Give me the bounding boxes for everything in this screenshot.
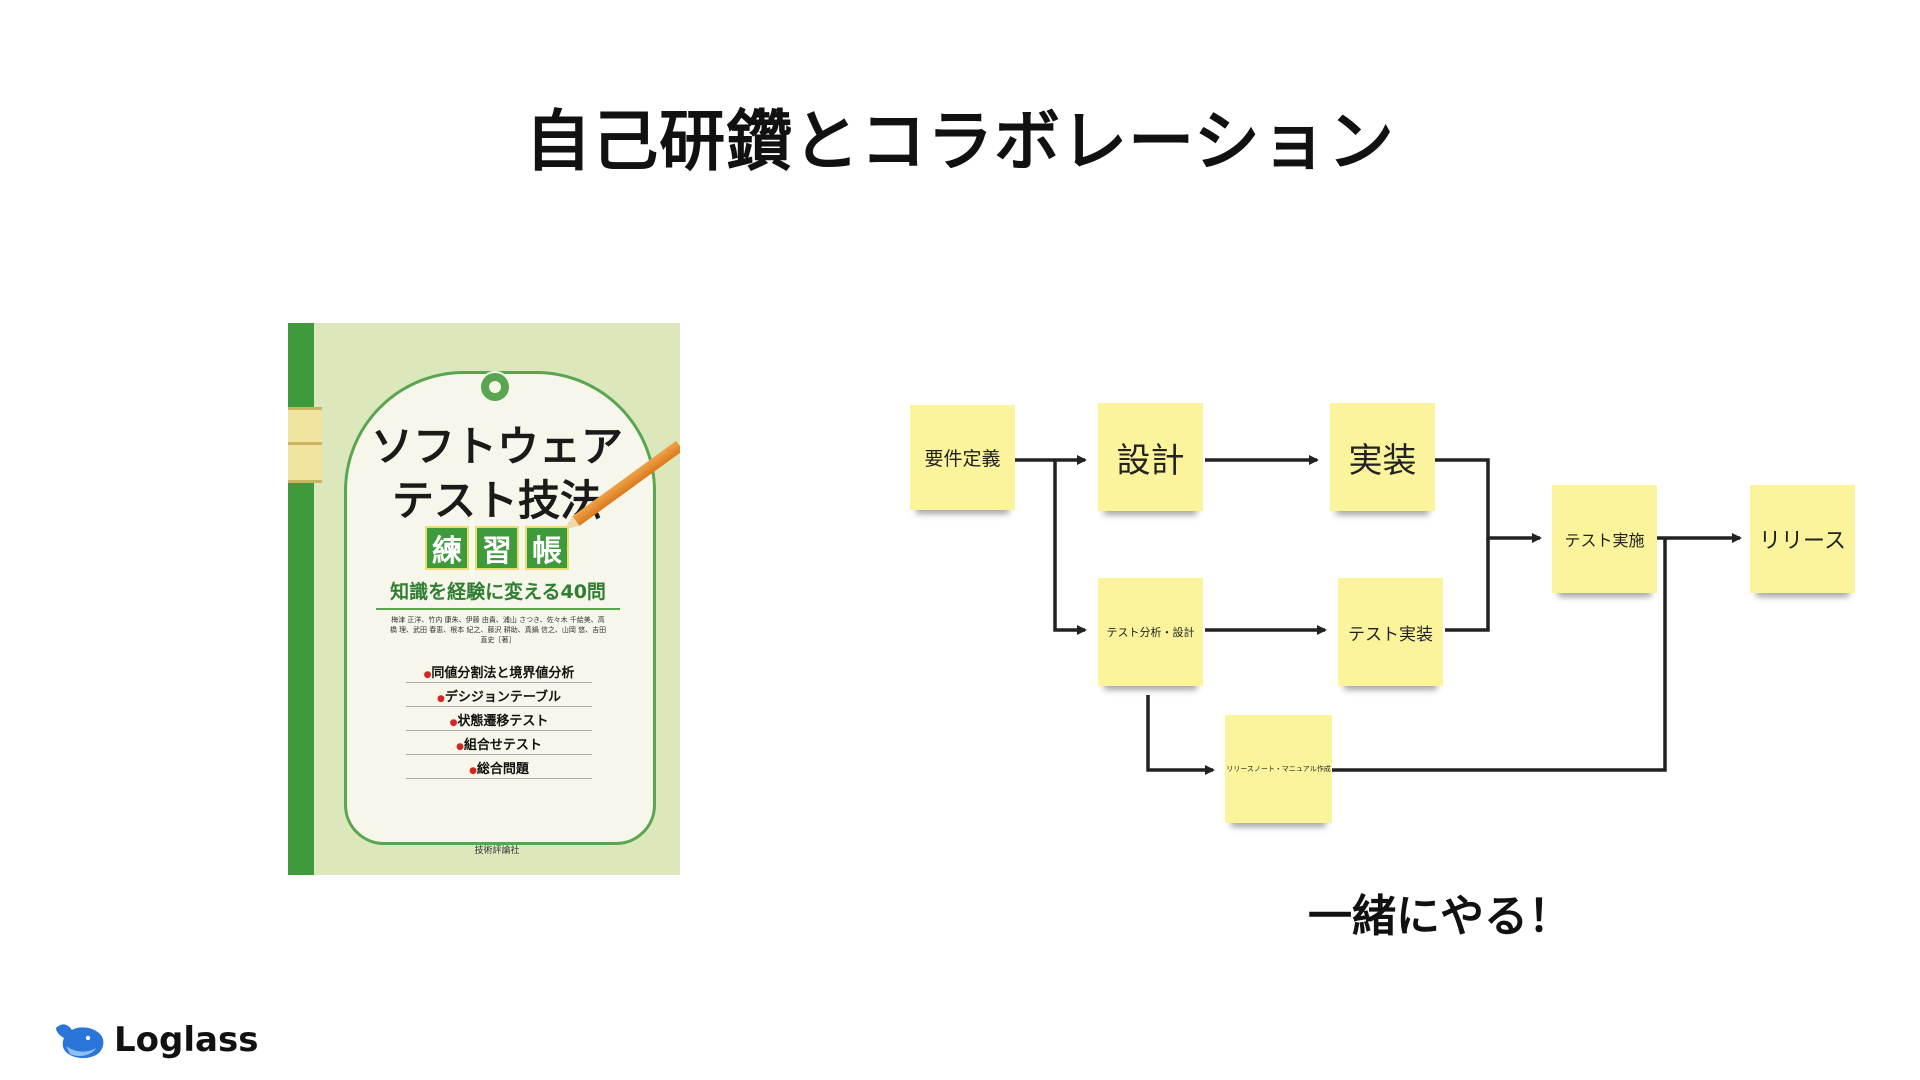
flow-connectors — [1015, 455, 1742, 775]
book-topic: 総合問題 — [406, 755, 592, 779]
note-label: リリース — [1759, 529, 1846, 554]
note-release: リリース — [1750, 485, 1855, 593]
note-label: テスト分析・設計 — [1106, 626, 1195, 639]
note-label: リリースノート・マニュアル作成 — [1226, 765, 1331, 773]
book-authors: 梅津 正洋、竹内 康朱、伊藤 由貴、浦山 さつき、佐々木 千絵美、高橋 理、武田… — [389, 616, 607, 644]
book-badge: 帳 — [525, 526, 569, 570]
book-publisher: 技術評論社 — [474, 846, 520, 856]
process-flow-diagram: 要件定義 設計 実装 テスト分析・設計 テスト実装 リリースノート・マニュアル作… — [860, 370, 1860, 840]
book-badge: 習 — [475, 526, 519, 570]
book-topic-list: 同値分割法と境界値分析 デシジョンテーブル 状態遷移テスト 組合せテスト 総合問… — [406, 659, 592, 779]
arrow-implementation-to-test-execution — [1435, 458, 1542, 543]
book-title-line2: テスト技法 — [391, 476, 602, 525]
arrow-test-analysis-to-release-notes — [1146, 695, 1215, 775]
book-emblem-icon — [479, 371, 511, 403]
note-test-analysis: テスト分析・設計 — [1098, 578, 1203, 686]
arrow-test-implementation-to-test-execution — [1445, 538, 1490, 632]
note-label: 実装 — [1348, 440, 1417, 481]
note-requirements: 要件定義 — [910, 405, 1015, 510]
book-topic: 同値分割法と境界値分析 — [406, 659, 592, 683]
whale-logo-icon — [56, 1024, 104, 1059]
book-binding — [288, 407, 322, 483]
book-spine — [288, 323, 314, 875]
book-cover-image: ソフトウェア テスト技法 練 習 帳 知識を経験に変える40問 梅津 正洋、竹内… — [288, 323, 680, 875]
book-topic: 状態遷移テスト — [406, 707, 592, 731]
note-label: 要件定義 — [924, 448, 1001, 470]
book-badge: 練 — [425, 526, 469, 570]
logo-wordmark: Loglass — [114, 1020, 259, 1060]
slide-title: 自己研鑽とコラボレーション — [525, 103, 1395, 180]
note-label: 設計 — [1116, 440, 1185, 481]
note-release-notes: リリースノート・マニュアル作成 — [1225, 715, 1332, 823]
book-badges: 練 習 帳 — [344, 526, 650, 570]
diagram-caption: 一緒にやる！ — [1308, 891, 1572, 942]
arrow-release-notes-to-release — [1332, 538, 1667, 772]
arrow-requirements-to-test-analysis — [1053, 460, 1087, 635]
note-test-execution: テスト実施 — [1552, 485, 1657, 593]
note-implementation: 実装 — [1330, 403, 1435, 511]
note-label: テスト実装 — [1348, 624, 1433, 645]
book-topic: 組合せテスト — [406, 731, 592, 755]
book-subtitle: 知識を経験に変える40問 — [376, 577, 620, 610]
book-title-line1: ソフトウェア — [370, 422, 623, 471]
note-test-implementation: テスト実装 — [1338, 578, 1443, 686]
book-topic: デシジョンテーブル — [406, 683, 592, 707]
note-label: テスト実施 — [1564, 531, 1645, 550]
brand-logo: Loglass — [52, 1018, 258, 1062]
note-design: 設計 — [1098, 403, 1203, 511]
